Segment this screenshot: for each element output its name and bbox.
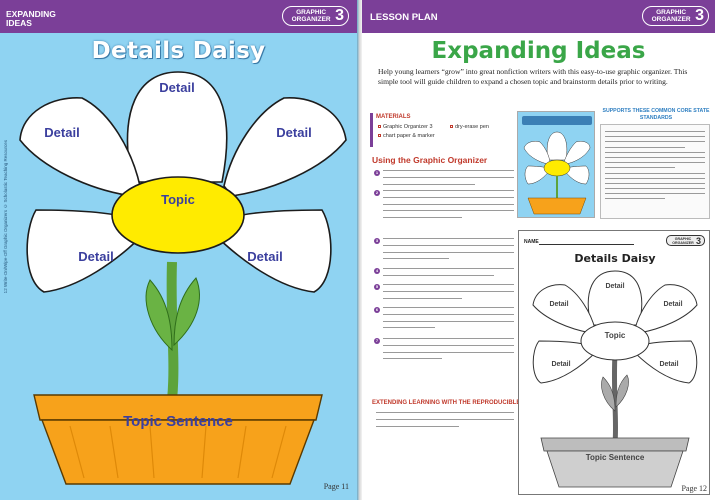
right-badge-number: 3 — [695, 7, 704, 24]
repro-illustration: Detail Detail Detail Detail Detail Topic… — [532, 270, 698, 488]
repro-petal-right-label: Detail — [663, 301, 682, 308]
left-badge-number: 3 — [335, 7, 344, 24]
repro-title: Details Daisy — [574, 252, 656, 265]
using-organizer-heading: Using the Graphic Organizer — [372, 155, 488, 165]
reproducible-sheet: NAME GRAPHIC ORGANIZER 3 Details Daisy D… — [518, 230, 710, 495]
left-header-bar: EXPANDING IDEAS GRAPHIC ORGANIZER 3 — [0, 0, 357, 33]
repro-petal-lower-left-label: Detail — [551, 361, 570, 368]
leaf-right — [173, 277, 200, 347]
organizer-thumbnail — [517, 111, 595, 218]
petal-upper-left-label: Detail — [44, 125, 79, 140]
thumbnail-illustration — [522, 116, 592, 215]
daisy-illustration: Detail Detail Detail Detail Detail Topic… — [19, 71, 347, 485]
name-line — [539, 244, 634, 245]
repro-badge: GRAPHIC ORGANIZER 3 — [665, 235, 705, 246]
topic-label: Topic — [161, 192, 195, 207]
petal-upper-right-label: Detail — [276, 125, 311, 140]
right-badge-text: GRAPHIC ORGANIZER — [651, 9, 691, 23]
leaf-left — [145, 279, 173, 352]
lesson-title: Expanding Ideas — [431, 38, 646, 64]
pot-rim — [33, 394, 323, 421]
material-item: chart paper & marker — [378, 133, 435, 139]
name-label: NAME — [524, 239, 539, 245]
daisy-title: Details Daisy — [91, 38, 266, 64]
repro-badge-text: GRAPHIC ORGANIZER — [672, 236, 694, 245]
left-organizer-badge: GRAPHIC ORGANIZER 3 — [282, 6, 349, 26]
topic-sentence-label: Topic Sentence — [123, 413, 233, 430]
pot-body — [40, 419, 316, 485]
right-page: LESSON PLAN GRAPHIC ORGANIZER 3 Expandin… — [362, 0, 715, 500]
extending-heading: EXTENDING LEARNING WITH THE REPRODUCIBLE — [372, 400, 521, 406]
right-header-bar: LESSON PLAN GRAPHIC ORGANIZER 3 — [362, 0, 715, 33]
repro-petal-top-label: Detail — [605, 283, 624, 290]
standards-heading: SUPPORTS THESE COMMON CORE STATE STANDAR… — [602, 108, 710, 121]
petal-lower-right-label: Detail — [247, 249, 282, 264]
side-credit: 12 Write-On/Wipe-Off Graphic Organizers … — [3, 140, 11, 480]
material-item: dry-erase pen — [450, 124, 489, 130]
repro-badge-number: 3 — [695, 235, 701, 246]
page-gutter — [357, 0, 362, 500]
left-badge-text: GRAPHIC ORGANIZER — [291, 9, 331, 23]
left-page-number: Page 11 — [323, 482, 349, 491]
material-item: Graphic Organizer 3 — [378, 124, 433, 130]
repro-topic-sentence-label: Topic Sentence — [586, 453, 645, 462]
petal-top — [126, 71, 228, 183]
left-header-label: EXPANDING IDEAS — [6, 9, 56, 28]
petal-upper-left — [19, 97, 141, 197]
repro-petal-lower-right-label: Detail — [659, 361, 678, 368]
petal-lower-left-label: Detail — [78, 249, 113, 264]
materials-heading: MATERIALS — [376, 114, 411, 120]
stem — [166, 261, 179, 401]
repro-petal-left-label: Detail — [549, 301, 568, 308]
standards-box — [600, 124, 710, 219]
right-page-number: Page 12 — [681, 484, 707, 493]
intro-paragraph: Help young learners “grow” into great no… — [378, 67, 688, 86]
petal-lower-left — [26, 209, 148, 293]
petal-upper-right — [223, 97, 347, 197]
petal-top-label: Detail — [159, 80, 194, 95]
right-organizer-badge: GRAPHIC ORGANIZER 3 — [642, 6, 709, 26]
side-credit-text: 12 Write-On/Wipe-Off Graphic Organizers … — [3, 140, 8, 294]
topic-center — [111, 176, 245, 254]
repro-topic-label: Topic — [605, 331, 626, 340]
materials-rule — [370, 113, 373, 147]
left-page: EXPANDING IDEAS GRAPHIC ORGANIZER 3 Deta… — [0, 0, 357, 500]
petal-lower-right — [210, 209, 332, 293]
right-header-label: LESSON PLAN — [370, 12, 438, 23]
